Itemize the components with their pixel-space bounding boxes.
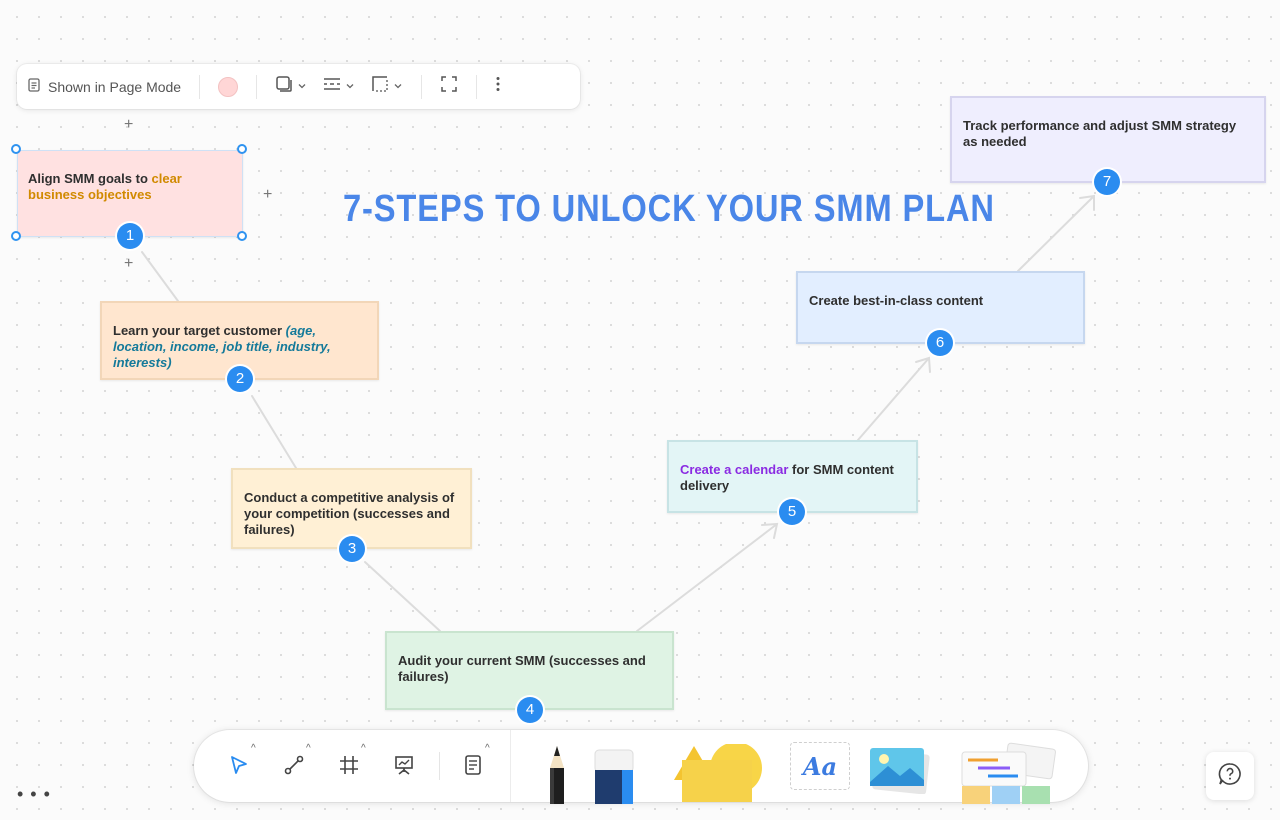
document-icon — [27, 78, 41, 95]
step-badge-7: 7 — [1094, 169, 1120, 195]
resize-handle-bottom-right[interactable] — [237, 231, 247, 241]
chevron-down-icon — [297, 78, 307, 96]
fullscreen-icon — [440, 75, 458, 98]
more-menu-button[interactable]: • • • — [17, 784, 51, 804]
templates-icon — [961, 742, 1056, 804]
add-right-icon[interactable]: + — [263, 186, 273, 203]
step-text: Audit your current SMM (successes and fa… — [398, 653, 646, 684]
connector-icon — [283, 754, 305, 781]
resize-handle-bottom-left[interactable] — [11, 231, 21, 241]
step-text-highlight: (age, location, income, job title, indus… — [113, 323, 331, 370]
step-card-4[interactable]: Audit your current SMM (successes and fa… — [385, 631, 674, 710]
pencil-tool[interactable] — [542, 744, 572, 804]
color-dot-icon — [218, 76, 239, 97]
note-icon — [463, 754, 483, 781]
corner-style-icon — [371, 75, 389, 98]
more-options-button[interactable] — [487, 72, 509, 102]
eraser-icon — [594, 749, 634, 804]
chevron-up-icon[interactable]: ^ — [306, 743, 311, 754]
step-card-7[interactable]: Track performance and adjust SMM strateg… — [950, 96, 1266, 183]
step-card-3[interactable]: Conduct a competitive analysis of your c… — [231, 468, 472, 549]
shape-style-button[interactable] — [267, 72, 315, 102]
fullscreen-button[interactable] — [432, 72, 466, 102]
presentation-icon — [393, 754, 415, 781]
toolbar-divider — [256, 74, 258, 99]
help-button[interactable] — [1206, 752, 1254, 800]
eraser-tool[interactable] — [592, 748, 636, 804]
shapes-icon — [674, 742, 762, 802]
text-tool[interactable]: Aa — [790, 742, 850, 790]
image-tool[interactable] — [868, 744, 930, 795]
chevron-up-icon[interactable]: ^ — [251, 743, 256, 754]
shape-style-icon — [275, 75, 293, 98]
line-style-button[interactable] — [315, 72, 363, 102]
corner-style-button[interactable] — [363, 72, 411, 102]
toolbar-divider — [199, 74, 201, 99]
note-tool[interactable] — [456, 750, 490, 784]
step-badge-6: 6 — [927, 330, 953, 356]
templates-tool[interactable] — [958, 742, 1058, 804]
element-toolbar: Shown in Page Mode — [17, 64, 580, 109]
fill-color-button[interactable] — [210, 72, 246, 102]
step-text: Track performance and adjust SMM strateg… — [963, 118, 1237, 149]
step-text: Align SMM goals to — [28, 171, 152, 186]
step-text: for SMM content delivery — [680, 462, 894, 493]
chevron-down-icon — [345, 78, 355, 96]
chevron-up-icon[interactable]: ^ — [485, 743, 490, 754]
select-tool[interactable] — [222, 750, 256, 784]
line-style-icon — [323, 75, 341, 98]
step-text: Conduct a competitive analysis of your c… — [244, 490, 455, 537]
add-above-icon[interactable]: + — [124, 116, 134, 133]
pencil-icon — [550, 746, 564, 804]
toolbar-divider — [510, 730, 511, 802]
page-mode-toggle[interactable]: Shown in Page Mode — [27, 78, 189, 95]
add-below-icon[interactable]: + — [124, 255, 134, 272]
step-text-highlight: clear business objectives — [28, 171, 182, 202]
step-text: Create best-in-class content — [809, 293, 984, 308]
step-badge-1: 1 — [117, 223, 143, 249]
chevron-down-icon — [393, 78, 403, 96]
step-text: Learn your target customer — [113, 323, 286, 338]
step-badge-2: 2 — [227, 366, 253, 392]
page-title: 7-STEPS TO UNLOCK YOUR SMM PLAN — [343, 188, 995, 230]
select-arrow-icon — [228, 754, 250, 781]
toolbar-divider — [476, 74, 478, 99]
frame-tool[interactable] — [332, 750, 366, 784]
shapes-tool[interactable] — [672, 742, 764, 802]
toolbar-divider — [421, 74, 423, 99]
step-badge-4: 4 — [517, 697, 543, 723]
step-text-highlight: Create a calendar — [680, 462, 789, 477]
resize-handle-top-right[interactable] — [237, 144, 247, 154]
page-mode-label: Shown in Page Mode — [48, 78, 182, 95]
image-icon — [870, 748, 930, 795]
step-badge-5: 5 — [779, 499, 805, 525]
frame-icon — [338, 754, 360, 781]
chevron-up-icon[interactable]: ^ — [361, 743, 366, 754]
toolbar-divider — [439, 752, 440, 780]
step-badge-3: 3 — [339, 536, 365, 562]
creation-toolbar: ^ ^ ^ ^ — [194, 730, 1088, 804]
resize-handle-top-left[interactable] — [11, 144, 21, 154]
more-vertical-icon — [495, 76, 501, 97]
presentation-tool[interactable] — [387, 750, 421, 784]
text-icon: Aa — [802, 751, 838, 781]
connector-tool[interactable] — [277, 750, 311, 784]
step-card-1[interactable]: Align SMM goals to clear business object… — [17, 150, 243, 237]
help-icon — [1218, 762, 1242, 791]
